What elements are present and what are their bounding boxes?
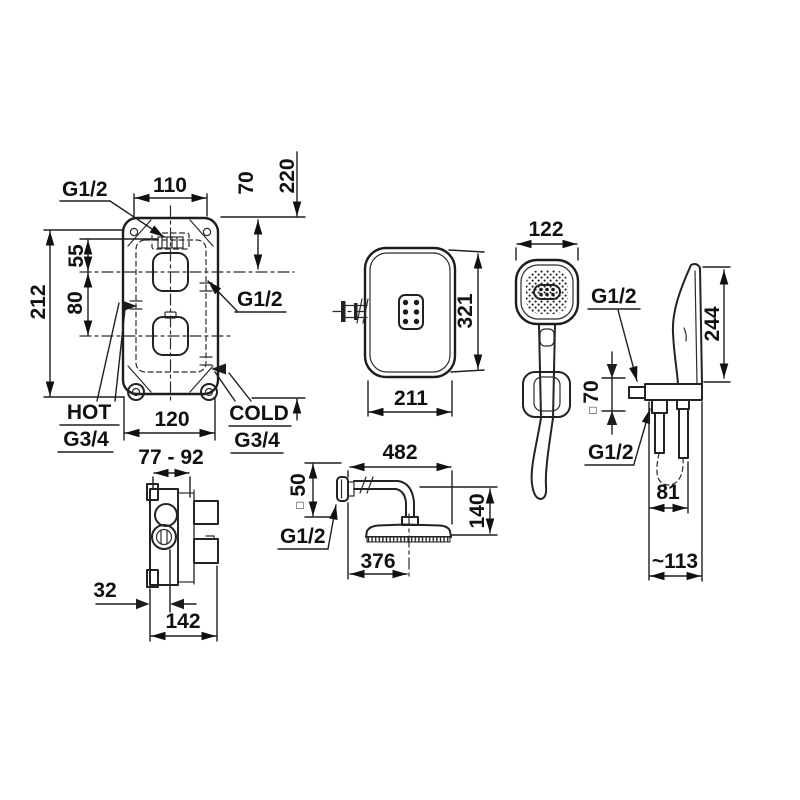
dim-reach-total: 482 (382, 441, 417, 464)
thread-label-arm: G1/2 (280, 525, 326, 548)
view-rain-head-front: 321 211 (332, 246, 485, 417)
rain-head-center-nozzles (398, 294, 424, 330)
arm-wall-flange (336, 476, 349, 502)
dim-height-right: 220 (276, 158, 299, 193)
view-arm-side: 482 50 □ G1/2 140 376 (277, 441, 498, 581)
dim-side-depth: 81 (656, 481, 680, 504)
dim-width-bottom: 120 (154, 408, 189, 431)
dim-offset: 32 (93, 579, 116, 602)
square-symbol-bracket: □ (589, 403, 596, 417)
dim-height-left: 212 (27, 284, 50, 319)
valve-body-outline (146, 483, 219, 588)
dim-offset-top: 70 (235, 171, 258, 194)
hose-loop-hidden (656, 452, 684, 486)
hand-shower-side-outline (628, 263, 703, 486)
mixer-dimensions: 110 G1/2 70 220 55 80 212 G1/2 (27, 151, 306, 454)
dim-offset-port: 55 (65, 244, 88, 268)
hand-shower-outline (514, 258, 580, 500)
view-hand-shower-front: 122 G1/2 70 □ G1/2 (514, 218, 651, 500)
thread-label-top: G1/2 (62, 178, 108, 201)
dim-hand-width: 122 (528, 218, 563, 241)
view-mixer-front: 110 G1/2 70 220 55 80 212 G1/2 (27, 151, 306, 454)
arm-outline (336, 476, 452, 581)
hand-shower-hose (530, 417, 554, 500)
hand-shower-holder (522, 371, 571, 418)
square-symbol-flange: □ (296, 498, 303, 512)
dim-head-width: 211 (394, 387, 428, 410)
cold-label: COLD (229, 402, 289, 425)
dim-width-top: 110 (153, 174, 187, 197)
mixer-body-outline (79, 205, 295, 404)
dim-side-height: 244 (701, 306, 724, 341)
thread-label-side: G1/2 (237, 288, 283, 311)
hot-thread-label: G3/4 (63, 428, 109, 451)
wall-bracket-side (644, 383, 703, 401)
wall-supply-stub (628, 386, 646, 399)
dim-depth-range: 77 - 92 (138, 446, 203, 469)
rain-head-side-profile (365, 523, 452, 538)
valve-outlet-lower (193, 538, 219, 564)
thread-label-outlet: G1/2 (588, 441, 634, 464)
rain-head-outline (332, 246, 457, 379)
dim-knob-spacing: 80 (64, 291, 87, 314)
rain-head-inlet-fitting (341, 301, 346, 322)
dim-flange-size: 50 (287, 473, 310, 496)
view-hand-shower-side: 244 81 ~113 (628, 263, 731, 582)
dim-head-height: 321 (454, 293, 477, 328)
dim-bracket-size: 70 (580, 380, 603, 403)
view-valve-side: 77 - 92 32 142 (93, 446, 219, 642)
hand-shower-button (539, 328, 555, 347)
dim-reach-center: 376 (360, 550, 395, 573)
dim-drop: 140 (466, 493, 489, 528)
hand-shower-spray-selector (533, 284, 561, 300)
cold-thread-label: G3/4 (234, 429, 280, 452)
hot-label: HOT (67, 401, 112, 424)
valve-outlet-upper (193, 500, 219, 525)
dim-length: 142 (165, 610, 200, 633)
thread-label-bracket: G1/2 (591, 285, 637, 308)
dim-side-depth-total: ~113 (652, 550, 698, 573)
